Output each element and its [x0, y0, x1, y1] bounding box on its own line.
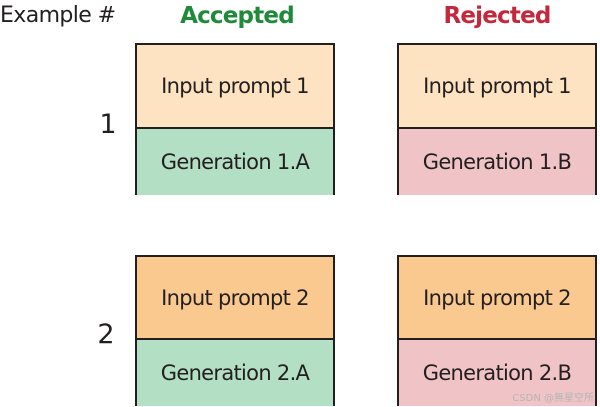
example-number-1: 1 [99, 109, 117, 140]
example-number-2: 2 [97, 319, 115, 350]
generation-label: Generation 2.B [422, 361, 572, 385]
accepted-column-header: Accepted [180, 3, 295, 29]
input-prompt-cell: Input prompt 1 [399, 45, 595, 129]
generation-label: Generation 1.A [160, 150, 310, 174]
input-prompt-label: Input prompt 2 [161, 285, 309, 310]
accepted-pair-example-2: Input prompt 2 Generation 2.A [135, 255, 335, 406]
generation-label: Generation 1.B [422, 150, 572, 174]
input-prompt-cell: Input prompt 2 [137, 257, 333, 340]
rejected-generation-cell: Generation 1.B [399, 129, 595, 195]
rejected-pair-example-1: Input prompt 1 Generation 1.B [397, 43, 597, 195]
input-prompt-label: Input prompt 1 [423, 74, 571, 98]
rejected-column-header: Rejected [443, 3, 551, 29]
generation-label: Generation 2.A [160, 361, 310, 385]
accepted-generation-cell: Generation 2.A [137, 340, 333, 406]
accepted-pair-example-1: Input prompt 1 Generation 1.A [135, 43, 335, 195]
watermark: CSDN @無星空所 [512, 393, 594, 404]
input-prompt-label: Input prompt 1 [161, 74, 309, 98]
rejected-pair-example-2: Input prompt 2 Generation 2.B [397, 255, 597, 406]
rejected-generation-cell: Generation 2.B [399, 340, 595, 406]
accepted-generation-cell: Generation 1.A [137, 129, 333, 195]
example-number-header: Example # [0, 3, 116, 28]
input-prompt-cell: Input prompt 1 [137, 45, 333, 129]
input-prompt-label: Input prompt 2 [423, 285, 571, 310]
input-prompt-cell: Input prompt 2 [399, 257, 595, 340]
